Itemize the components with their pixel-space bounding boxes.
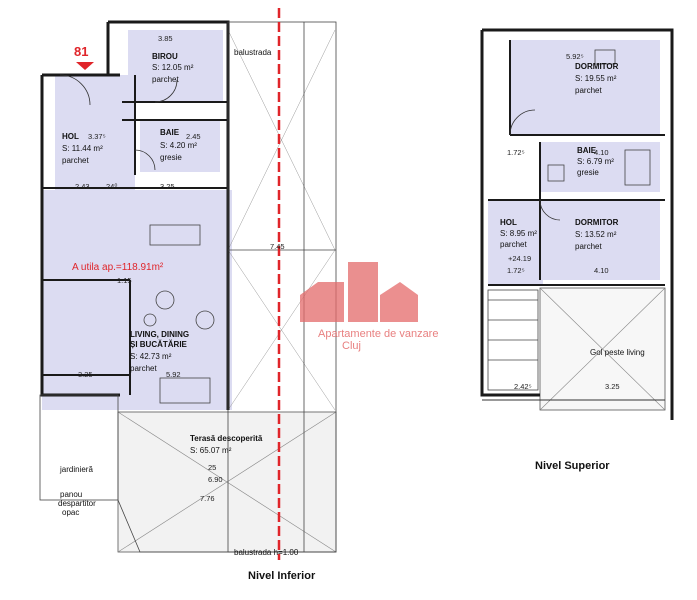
room-area-hol-sus: S: 8.95 m² xyxy=(500,229,537,238)
upper-level-plan xyxy=(480,28,674,420)
room-floor-hol: parchet xyxy=(62,156,89,165)
watermark-logo xyxy=(300,262,418,322)
dim-upper-elevation: +24.19 xyxy=(508,254,532,263)
unit-number: 81 xyxy=(74,44,89,59)
room-area-dormitor-1: S: 19.55 m² xyxy=(575,74,617,83)
dim-upper-3-25: 3.25 xyxy=(605,382,620,391)
room-area-dormitor-2: S: 13.52 m² xyxy=(575,230,617,239)
room-name-baie: BAIE xyxy=(160,128,180,137)
note-panou: panou xyxy=(60,490,83,499)
note-balustrada-top: balustrada xyxy=(234,48,272,57)
room-name-living-2: ȘI BUCĂTĂRIE xyxy=(130,340,187,349)
room-name-dormitor-2: DORMITOR xyxy=(575,218,619,227)
dim-3-25-b: 5.92 xyxy=(166,370,181,379)
dim-7-45: 7.76 xyxy=(200,494,215,503)
room-name-birou: BIROU xyxy=(152,52,178,61)
room-fill-dormitor-1 xyxy=(510,40,660,135)
dim-upper-4-10-b: 4.10 xyxy=(594,266,609,275)
room-area-baie: S: 4.20 m² xyxy=(160,141,197,150)
room-floor-dormitor-1: parchet xyxy=(575,86,602,95)
dim-2-43: 2.43 xyxy=(75,182,90,191)
dim-2-45: 2.45 xyxy=(186,132,201,141)
room-floor-baie: gresie xyxy=(160,153,182,162)
room-fill-dormitor-2 xyxy=(540,200,660,280)
dim-3-25: 3.25 xyxy=(160,182,175,191)
dim-7-76: 6.90 xyxy=(208,475,223,484)
dim-3-60: 7.45 xyxy=(270,242,285,251)
room-name-dormitor-1: DORMITOR xyxy=(575,62,619,71)
watermark-text-2: Cluj xyxy=(342,340,361,352)
room-area-living: S: 42.73 m² xyxy=(130,352,172,361)
room-fill-birou xyxy=(128,30,223,102)
dim-3-37: 3.37⁵ xyxy=(88,132,106,141)
room-floor-dormitor-2: parchet xyxy=(575,242,602,251)
note-balustrada-bottom: balustrada h=1.00 xyxy=(234,548,299,557)
dim-upper-5-92: 5.92⁵ xyxy=(566,52,584,61)
unit-marker xyxy=(76,62,94,70)
room-fill-baie xyxy=(140,120,220,172)
room-floor-baie-sus: gresie xyxy=(577,168,599,177)
useful-area-label: A utila ap.=118.91m² xyxy=(72,262,164,273)
room-area-terasa: S: 65.07 m² xyxy=(190,446,232,455)
dim-3-85: 3.85 xyxy=(158,34,173,43)
dim-6-90: 25 xyxy=(208,463,217,472)
caption-upper-level: Nivel Superior xyxy=(535,460,610,472)
room-floor-birou: parchet xyxy=(152,75,179,84)
dim-5-92: 1.15 xyxy=(117,276,132,285)
dim-24: 24⁰ xyxy=(106,182,118,191)
room-area-birou: S: 12.05 m² xyxy=(152,63,194,72)
dim-upper-2-42: 2.42⁵ xyxy=(514,382,532,391)
room-name-terasa: Terasă descoperită xyxy=(190,434,263,443)
room-fill-hol-left xyxy=(55,190,135,280)
note-opac: opac xyxy=(62,508,80,517)
watermark-text: Apartamente de vanzare xyxy=(318,328,439,340)
room-name-baie-sus: BAIE xyxy=(577,146,597,155)
room-name-hol: HOL xyxy=(62,132,79,141)
room-area-hol: S: 11.44 m² xyxy=(62,144,103,153)
room-floor-hol-sus: parchet xyxy=(500,240,527,249)
dim-2-42: 3.25 xyxy=(78,370,93,379)
dim-upper-4-10: 4.10 xyxy=(594,148,609,157)
room-name-hol-sus: HOL xyxy=(500,218,517,227)
room-fill-hol xyxy=(55,75,135,190)
note-jardiniera: jardinieră xyxy=(60,465,93,474)
room-fill-hol-sus xyxy=(488,200,543,285)
room-floor-living: parchet xyxy=(130,364,157,373)
room-area-baie-sus: S: 6.79 m² xyxy=(577,157,614,166)
caption-lower-level: Nivel Inferior xyxy=(248,570,316,582)
room-name-living: LIVING, DINING xyxy=(130,330,190,339)
dim-upper-1-72-b: 1.72⁵ xyxy=(507,266,525,275)
void-note: Gol peste living xyxy=(590,348,645,357)
lower-level-plan xyxy=(39,8,337,560)
note-despartitor: despartitor xyxy=(58,499,96,508)
dim-upper-1-72: 1.72⁵ xyxy=(507,148,525,157)
